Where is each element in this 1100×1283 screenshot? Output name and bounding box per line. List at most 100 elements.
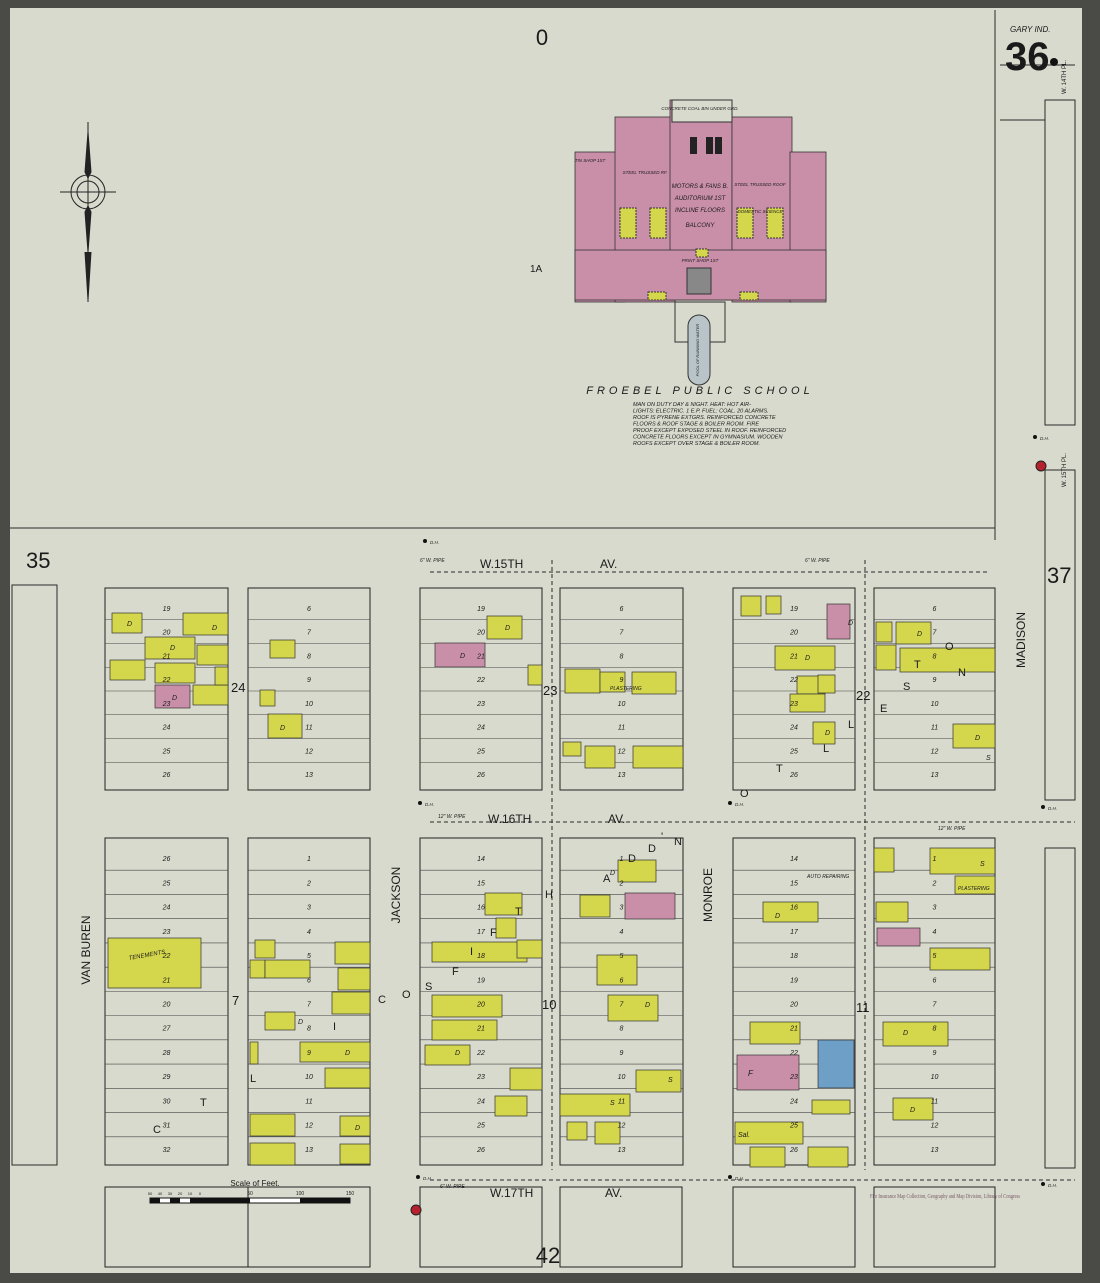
frame-building bbox=[892, 1097, 934, 1121]
frame-building bbox=[192, 684, 229, 706]
frame-building bbox=[929, 847, 996, 875]
lot-number: 19 bbox=[477, 606, 485, 613]
tolleston-letter: T bbox=[914, 659, 921, 671]
hydrant-icon bbox=[423, 539, 427, 543]
lot-number: 21 bbox=[476, 653, 485, 660]
lot-number: 13 bbox=[305, 772, 313, 779]
lot-number: 28 bbox=[162, 1050, 171, 1057]
frame-building bbox=[596, 954, 638, 986]
coal-bin bbox=[671, 99, 733, 123]
lot-number: 25 bbox=[789, 748, 798, 755]
boiler bbox=[715, 137, 722, 154]
lot-number: 23 bbox=[162, 701, 171, 708]
lot-number: 24 bbox=[789, 725, 798, 732]
compass-rose-icon bbox=[60, 122, 116, 302]
lot-number: 12 bbox=[305, 1123, 313, 1130]
lot-number: 4 bbox=[307, 929, 311, 936]
city-block bbox=[873, 587, 996, 791]
addition-letter: L bbox=[250, 1073, 256, 1085]
hydrant-icon bbox=[728, 801, 732, 805]
frame-building bbox=[109, 659, 146, 681]
frame-building bbox=[299, 1041, 371, 1063]
lot-number: 7 bbox=[307, 1002, 312, 1009]
dwelling-label: D bbox=[645, 1002, 650, 1009]
dwelling-label: D bbox=[975, 735, 980, 742]
lot-number: 21 bbox=[162, 653, 171, 660]
frame-building bbox=[337, 967, 371, 991]
hydrant-icon bbox=[418, 801, 422, 805]
frame-building bbox=[249, 1142, 296, 1166]
addition-letter: C bbox=[378, 994, 386, 1006]
lot-number: 9 bbox=[307, 677, 311, 684]
frame-building bbox=[617, 859, 657, 883]
frame-building bbox=[264, 959, 311, 979]
addition-letter: O bbox=[402, 989, 411, 1001]
frame-building bbox=[607, 994, 659, 1022]
frame-building bbox=[952, 723, 996, 749]
lot-number: 7 bbox=[620, 630, 625, 637]
frame-building bbox=[875, 901, 909, 923]
city-block bbox=[732, 837, 856, 1166]
lot-number: 7 bbox=[933, 630, 938, 637]
lot-number: 21 bbox=[789, 1026, 798, 1033]
lot-number: 2 bbox=[619, 880, 624, 887]
frame-building bbox=[495, 917, 517, 939]
lot-number: 12 bbox=[305, 748, 313, 755]
lot-number: 22 bbox=[789, 677, 798, 684]
lot-number: 8 bbox=[933, 1026, 937, 1033]
lot-number: 22 bbox=[162, 677, 171, 684]
frame-building bbox=[111, 612, 143, 634]
lot-number: 10 bbox=[305, 1074, 313, 1081]
block-number: 22 bbox=[856, 688, 870, 703]
addition-letter: T bbox=[200, 1097, 207, 1109]
lot-number: 6 bbox=[620, 977, 624, 984]
frame-building bbox=[882, 1021, 949, 1047]
lot-number: 24 bbox=[162, 905, 171, 912]
plastering-label: PLASTERING bbox=[610, 686, 642, 692]
hydrant-label: D.H. bbox=[1040, 436, 1049, 441]
hydrant-label: D.H. bbox=[423, 1176, 432, 1181]
frame-building bbox=[424, 1044, 471, 1066]
street-madison: MADISON bbox=[1014, 612, 1028, 668]
dwelling-label: D bbox=[917, 631, 922, 638]
fifth-addition-letter: D bbox=[648, 843, 656, 855]
lot-number: 12 bbox=[618, 1123, 626, 1130]
sheet-number: 36 bbox=[1005, 35, 1050, 79]
lot-number: 20 bbox=[162, 630, 171, 637]
dwelling-label: D bbox=[127, 621, 132, 628]
dwelling-label: D bbox=[170, 645, 175, 652]
fifth-addition-letter: N bbox=[674, 836, 682, 848]
frame-building bbox=[740, 595, 762, 617]
school-room-label: STEEL TRUSSED ROOF bbox=[734, 182, 785, 187]
lot-number: 4 bbox=[933, 929, 937, 936]
scale-tick: 30 bbox=[168, 1191, 173, 1196]
saloon-label: Sal. bbox=[738, 1132, 750, 1139]
school-note: PROOF EXCEPT EXPOSED STEEL IN ROOF. REIN… bbox=[633, 428, 786, 434]
school-note: MAN ON DUTY DAY & NIGHT. HEAT: HOT AIR- bbox=[633, 402, 751, 408]
lot-number: 11 bbox=[931, 1098, 938, 1105]
frame-building bbox=[264, 1011, 296, 1031]
lot-number: 7 bbox=[933, 1002, 938, 1009]
fifth-addition-letter: H bbox=[545, 889, 553, 901]
lot-number: 29 bbox=[162, 1074, 171, 1081]
library-stamp: Fire Insurance Map Collection, Geography… bbox=[870, 1193, 1020, 1200]
lot-number: 5 bbox=[307, 953, 311, 960]
brick-building bbox=[736, 1054, 800, 1091]
scale-tick: 50 bbox=[148, 1191, 153, 1196]
street-w16: W.16TH bbox=[488, 812, 531, 826]
lot-number: 11 bbox=[618, 1098, 625, 1105]
fifth-addition-letter: F bbox=[490, 927, 497, 939]
street-monroe: MONROE bbox=[701, 868, 715, 922]
lot-number: 25 bbox=[789, 1123, 798, 1130]
lot-number: 19 bbox=[790, 606, 798, 613]
hydrant-label: D.H. bbox=[1048, 1183, 1057, 1188]
dwelling-label: D bbox=[355, 1125, 360, 1132]
frame-building bbox=[144, 636, 196, 660]
lot-number: 13 bbox=[305, 1147, 313, 1154]
lot-number: 12 bbox=[931, 748, 939, 755]
tolleston-letter: N bbox=[958, 667, 966, 679]
school-title: FROEBEL PUBLIC SCHOOL bbox=[586, 385, 813, 397]
frame-building bbox=[324, 1067, 371, 1089]
lot-number: 7 bbox=[620, 1002, 625, 1009]
